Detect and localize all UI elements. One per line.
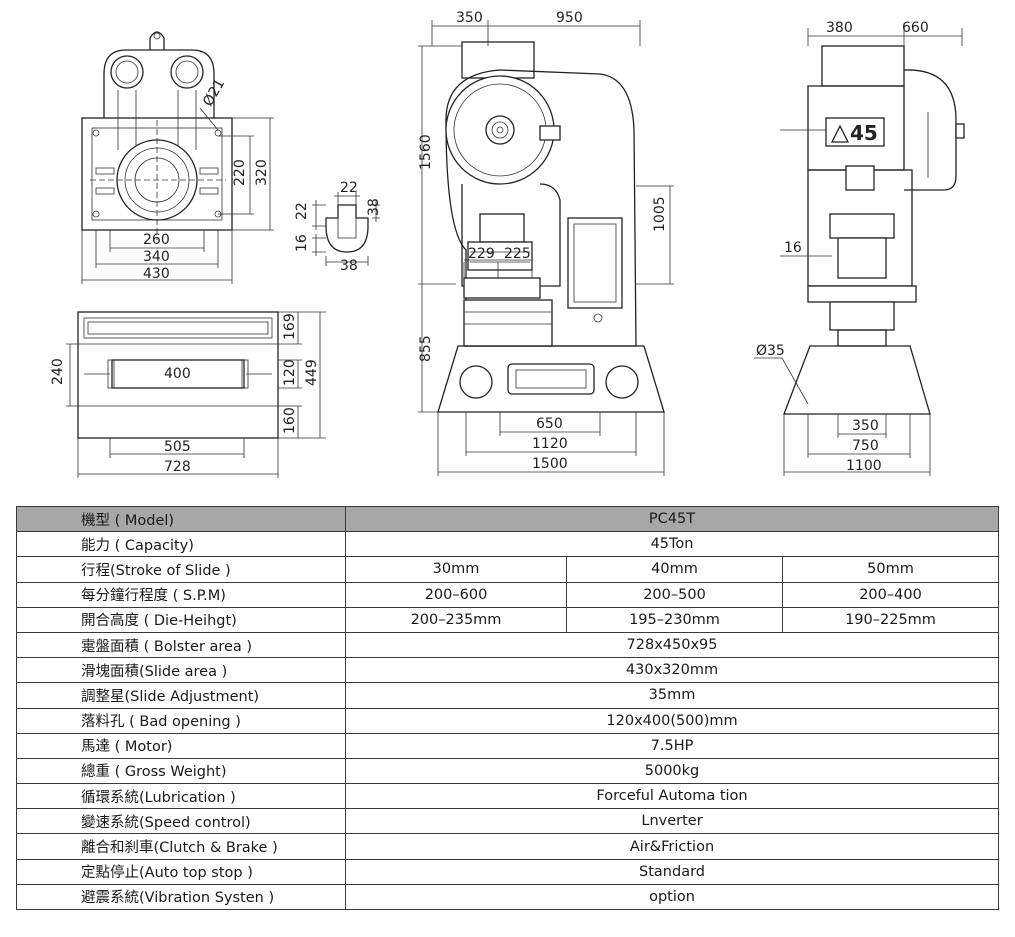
dim-320: 320 — [254, 159, 270, 186]
spec-row: 總重 ( Gross Weight)5000kg — [16, 757, 1000, 785]
spec-value: 728x450x95 — [344, 631, 1000, 659]
spec-row: 滑塊面積(Slide area )430x320mm — [16, 657, 1000, 684]
spec-label: 每分鐘行程度 ( S.P.M) — [16, 581, 346, 608]
dim-240: 240 — [50, 358, 66, 385]
spec-label: 離合和刹車(Clutch & Brake ) — [16, 833, 346, 860]
spec-header-row: 機型 ( Model) PC45T — [16, 505, 1000, 533]
spec-label: 定點停止(Auto top stop ) — [16, 858, 346, 885]
dim-728: 728 — [164, 459, 191, 475]
spec-header-label: 機型 ( Model) — [16, 505, 346, 533]
dim-front-1005: 1005 — [652, 196, 668, 232]
spec-header-value: PC45T — [344, 505, 1000, 533]
dim-160: 160 — [282, 407, 298, 434]
dim-side-dia35: Ø35 — [756, 343, 785, 359]
dim-505: 505 — [164, 439, 191, 455]
side-nameplate: 45 — [850, 121, 878, 145]
spec-label: 疐盤面積 ( Bolster area ) — [16, 631, 346, 659]
dim-260: 260 — [143, 232, 170, 248]
machine-drawing: Ø21 220 320 260 340 430 22 38 22 16 38 4… — [50, 10, 965, 478]
spec-row: 定點停止(Auto top stop )Standard — [16, 858, 1000, 885]
spec-row: 能力 ( Capacity)45Ton — [16, 531, 1000, 558]
dim-front-1120: 1120 — [532, 436, 568, 452]
spec-value: 7.5HP — [344, 732, 1000, 759]
dim-tslot-22-top: 22 — [340, 180, 358, 196]
spec-row: 調整星(Slide Adjustment)35mm — [16, 682, 1000, 709]
dim-430: 430 — [143, 266, 170, 282]
spec-value: 45Ton — [344, 531, 1000, 558]
spec-row: 落料孔 ( Bad opening )120x400(500)mm — [16, 707, 1000, 734]
press-front-view: 350 950 1560 1005 855 229 225 650 1120 — [418, 10, 674, 476]
dim-front-950: 950 — [556, 10, 583, 26]
spec-value: 40mm — [566, 556, 783, 583]
dim-hole-diameter: Ø21 — [200, 76, 228, 109]
spec-value: 200–400 — [781, 581, 1000, 608]
bolster-plate-view: 400 240 169 120 449 160 505 728 — [50, 311, 326, 478]
dim-front-650: 650 — [536, 416, 563, 432]
spec-value: 200–600 — [345, 581, 567, 608]
spec-row: 離合和刹車(Clutch & Brake )Air&Friction — [16, 833, 1000, 860]
spec-label: 變速系統(Speed control) — [16, 808, 346, 835]
spec-value: Standard — [344, 858, 1000, 885]
spec-label: 開合高度 ( Die-Heihgt) — [16, 606, 346, 633]
spec-label: 循環系統(Lubrication ) — [16, 783, 346, 810]
dim-side-750: 750 — [852, 438, 879, 454]
dim-tslot-38-bottom: 38 — [340, 258, 358, 274]
spec-label: 行程(Stroke of Slide ) — [16, 556, 346, 583]
spec-value: 195–230mm — [566, 606, 783, 633]
spec-value: 430x320mm — [344, 657, 1000, 684]
spec-value: 200–235mm — [345, 606, 567, 633]
dim-449: 449 — [304, 359, 320, 386]
bolster-top-view: Ø21 220 320 260 340 430 — [81, 31, 274, 284]
dim-tslot-16: 16 — [294, 234, 310, 252]
spec-value: 50mm — [781, 556, 1000, 583]
spec-row: 變速系統(Speed control)Lnverter — [16, 808, 1000, 835]
dim-front-1560: 1560 — [418, 134, 434, 170]
spec-value: Lnverter — [344, 808, 1000, 835]
spec-value: 190–225mm — [781, 606, 1000, 633]
dim-tslot-22-left: 22 — [294, 202, 310, 220]
dim-side-350: 350 — [852, 418, 879, 434]
dim-front-1500: 1500 — [532, 456, 568, 472]
dim-400: 400 — [164, 366, 191, 382]
spec-value: 30mm — [345, 556, 567, 583]
spec-label: 落料孔 ( Bad opening ) — [16, 707, 346, 734]
dim-front-225: 225 — [504, 246, 531, 262]
spec-value: option — [344, 883, 1000, 911]
press-side-view: 380 660 45 16 Ø35 350 750 1100 — [754, 20, 965, 476]
dim-220: 220 — [232, 159, 248, 186]
dim-side-660: 660 — [902, 20, 929, 36]
spec-row: 循環系統(Lubrication )Forceful Automa tion — [16, 783, 1000, 810]
spec-value: 200–500 — [566, 581, 783, 608]
dim-side-1100: 1100 — [846, 458, 882, 474]
dim-169: 169 — [282, 313, 298, 340]
spec-value: Air&Friction — [344, 833, 1000, 860]
spec-row: 疐盤面積 ( Bolster area )728x450x95 — [16, 631, 1000, 659]
dim-front-229: 229 — [468, 246, 495, 262]
dim-tslot-38-right: 38 — [366, 198, 382, 216]
spec-value: Forceful Automa tion — [344, 783, 1000, 810]
dim-side-380: 380 — [826, 20, 853, 36]
spec-row: 馬達 ( Motor)7.5HP — [16, 732, 1000, 759]
spec-label: 總重 ( Gross Weight) — [16, 757, 346, 785]
spec-value: 5000kg — [344, 757, 1000, 785]
dim-side-16: 16 — [784, 240, 802, 256]
dim-120: 120 — [282, 359, 298, 386]
spec-row: 避震系統(Vibration Systen )option — [16, 883, 1000, 911]
spec-label: 滑塊面積(Slide area ) — [16, 657, 346, 684]
dim-front-855: 855 — [418, 335, 434, 362]
spec-value: 35mm — [344, 682, 1000, 709]
spec-label: 能力 ( Capacity) — [16, 531, 346, 558]
spec-value: 120x400(500)mm — [344, 707, 1000, 734]
dim-front-350: 350 — [456, 10, 483, 26]
dim-340: 340 — [143, 249, 170, 265]
tslot-section: 22 38 22 16 38 — [294, 180, 382, 274]
spec-label: 調整星(Slide Adjustment) — [16, 682, 346, 709]
spec-label: 馬達 ( Motor) — [16, 732, 346, 759]
spec-label: 避震系統(Vibration Systen ) — [16, 883, 346, 911]
